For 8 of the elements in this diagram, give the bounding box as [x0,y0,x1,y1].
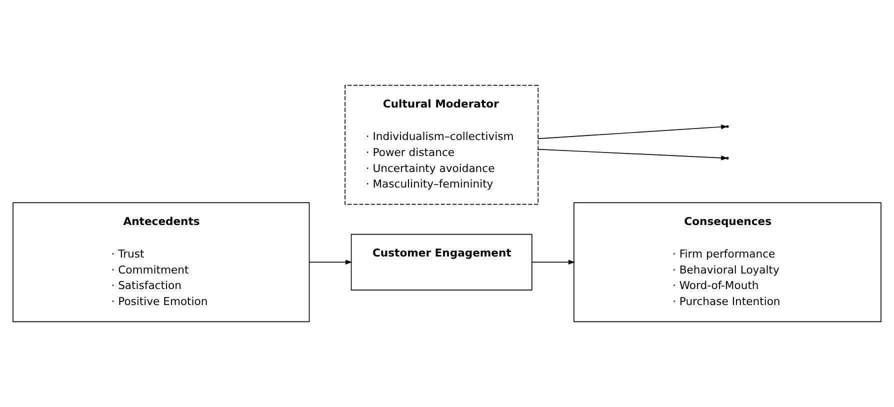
arrow [538,124,728,140]
node-box: Antecedents · Trust · Commitment · Satisfaction · Positive Emotion [12,202,310,322]
node-box: Cultural Moderator · Individualism–collectivism · Power distance · Uncertainty avoidance · Masculinity–femininity [344,84,539,205]
node-box: Consequences · Firm performance · Behavioral Loyalty · Word-of-Mouth · Purchase Intention [574,202,882,322]
arrow [532,260,576,264]
arrow [309,260,352,264]
node-box: Customer Engagement [350,234,532,290]
arrow [538,148,728,160]
